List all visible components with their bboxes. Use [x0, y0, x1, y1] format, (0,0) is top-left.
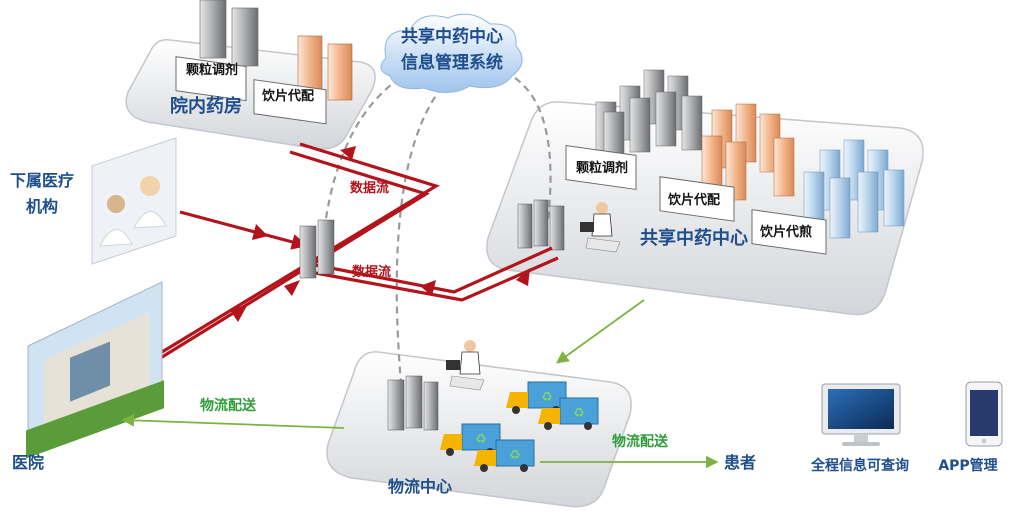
network-links [323, 77, 552, 396]
center-slices-tag-box [659, 176, 735, 222]
sub-institution-label-line1: 下属医疗 [10, 171, 74, 190]
cloud-icon [380, 13, 523, 93]
center-slices-tag: 饮片代配 [667, 192, 720, 208]
pharmacy-slices-tag: 饮片代配 [261, 88, 314, 104]
svg-text:♻: ♻ [509, 448, 521, 463]
delivery-label-1: 物流配送 [200, 397, 257, 414]
center-granule-tag: 颗粒调剂 [576, 160, 628, 176]
shared-center-label: 共享中药中心 [640, 227, 748, 249]
delivery-label-2: 物流配送 [612, 433, 669, 450]
center-server-icon [517, 199, 565, 251]
hospital-photo [26, 281, 164, 459]
sub-institution-photo [91, 137, 177, 265]
svg-text:♻: ♻ [541, 390, 553, 405]
center-decoct-cabinets [803, 139, 905, 239]
svg-text:♻: ♻ [475, 432, 487, 447]
center-granule-tag-box [565, 144, 637, 190]
monitor-icon [821, 383, 901, 446]
pharmacy-slices-tag-box [253, 79, 327, 125]
logistics-operator-icon [446, 340, 485, 391]
hospital-pharmacy-label: 院内药房 [170, 95, 242, 117]
logistics-server-icon [387, 375, 439, 431]
data-flow-label-2: 数据流 [352, 264, 391, 280]
center-decoct-tag-box [751, 209, 827, 255]
hospital-label: 医院 [12, 453, 44, 472]
delivery-trucks: ♻ ♻ ♻ ♻ [440, 381, 599, 472]
svg-text:♻: ♻ [573, 406, 585, 421]
pharmacy-granule-tag-box [175, 56, 247, 102]
data-flow-label-1: 数据流 [350, 180, 389, 196]
delivery-arrows [121, 299, 719, 469]
cloud-title-line1: 共享中药中心 [401, 26, 503, 47]
center-slices-cabinets [701, 103, 795, 201]
pharmacy-granule-cabinets [199, 0, 259, 67]
hub-server-icon [299, 219, 335, 279]
smartphone-icon [965, 381, 1003, 447]
app-label: APP管理 [938, 457, 997, 474]
sub-institution-label-line2: 机构 [26, 197, 58, 216]
monitor-label: 全程信息可查询 [810, 457, 909, 474]
data-flow-arrows [230, 146, 530, 322]
pharmacy-granule-tag: 颗粒调剂 [186, 62, 238, 78]
logistics-center-label: 物流中心 [388, 477, 452, 496]
cloud-title-line2: 信息管理系统 [401, 52, 503, 73]
pharmacy-slices-cabinets [297, 35, 353, 101]
patient-label: 患者 [724, 453, 756, 472]
center-decoct-tag: 饮片代煎 [759, 224, 812, 240]
center-operator-icon [580, 202, 621, 253]
